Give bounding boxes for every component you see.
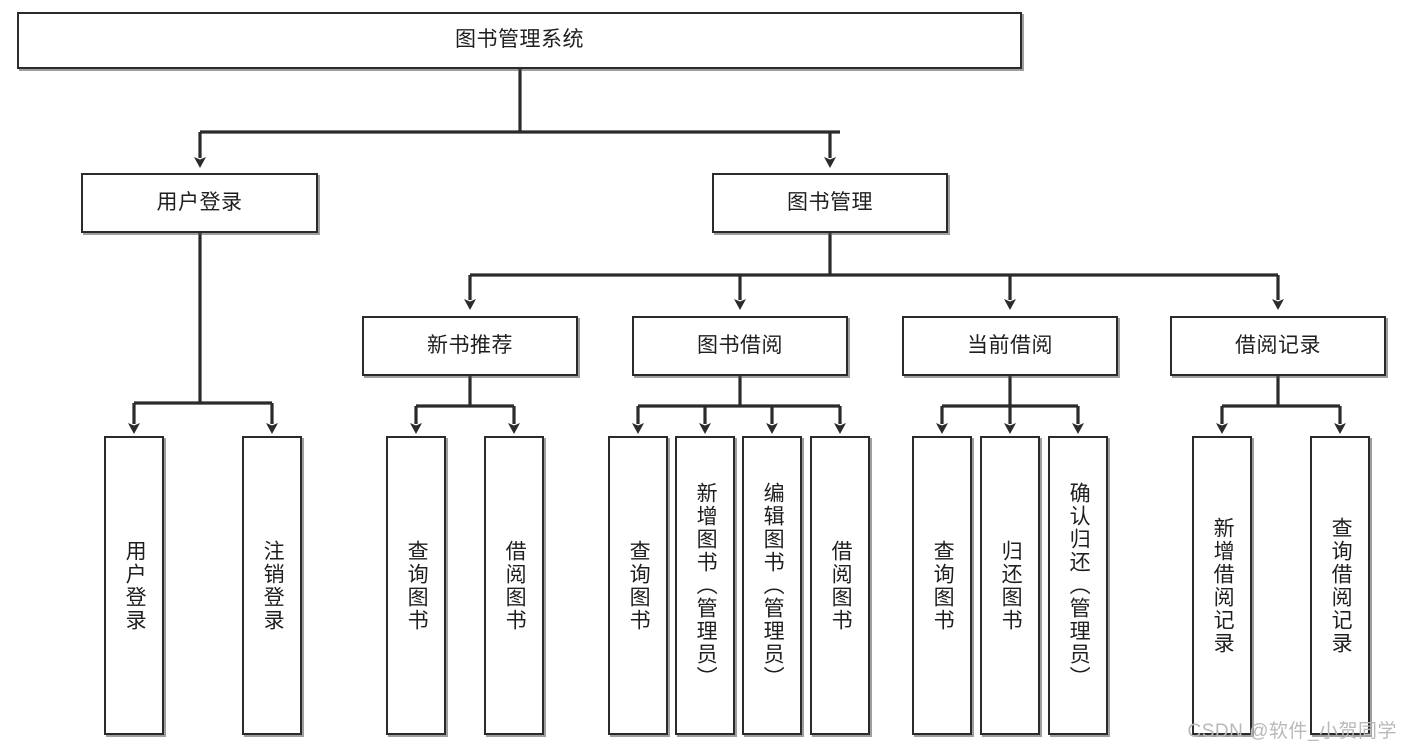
leaf-borrow-record-add[interactable]: 新增借阅记录	[1192, 436, 1252, 735]
node-borrow-record[interactable]: 借阅记录	[1170, 316, 1386, 376]
node-label: 借阅记录	[1235, 333, 1321, 357]
node-label: 编辑图书（管理员）	[761, 482, 785, 689]
leaf-book-borrow-edit[interactable]: 编辑图书（管理员）	[742, 436, 802, 735]
leaf-current-borrow-return[interactable]: 归还图书	[980, 436, 1040, 735]
node-label: 图书管理	[787, 190, 873, 214]
node-label: 借阅图书	[503, 539, 527, 632]
node-label: 借阅图书	[829, 539, 853, 632]
node-label: 图书借阅	[697, 333, 783, 357]
node-new-book-recommend[interactable]: 新书推荐	[362, 316, 578, 376]
node-label: 查询借阅记录	[1329, 516, 1353, 655]
leaf-current-borrow-confirm[interactable]: 确认归还（管理员）	[1048, 436, 1108, 735]
node-current-borrow[interactable]: 当前借阅	[902, 316, 1118, 376]
node-label: 新增图书（管理员）	[694, 482, 718, 689]
node-label: 确认归还（管理员）	[1067, 482, 1091, 689]
leaf-user-login-signout[interactable]: 注销登录	[242, 436, 302, 735]
leaf-new-book-query[interactable]: 查询图书	[386, 436, 446, 735]
node-root-system[interactable]: 图书管理系统	[17, 12, 1022, 69]
leaf-book-borrow-lend[interactable]: 借阅图书	[810, 436, 870, 735]
leaf-current-borrow-query[interactable]: 查询图书	[912, 436, 972, 735]
leaf-book-borrow-query[interactable]: 查询图书	[608, 436, 668, 735]
node-label: 新增借阅记录	[1211, 516, 1235, 655]
node-user-login[interactable]: 用户登录	[81, 173, 318, 233]
node-book-borrow[interactable]: 图书借阅	[632, 316, 848, 376]
watermark-text: CSDN @软件_小贺同学	[1187, 721, 1397, 742]
node-label: 用户登录	[123, 539, 147, 632]
node-label: 注销登录	[261, 539, 285, 632]
leaf-book-borrow-add[interactable]: 新增图书（管理员）	[675, 436, 735, 735]
node-label: 查询图书	[405, 539, 429, 632]
node-book-management[interactable]: 图书管理	[712, 173, 948, 233]
node-label: 用户登录	[156, 190, 243, 214]
node-label: 图书管理系统	[455, 28, 584, 52]
leaf-new-book-borrow[interactable]: 借阅图书	[484, 436, 544, 735]
node-label: 新书推荐	[427, 333, 513, 357]
leaf-borrow-record-query[interactable]: 查询借阅记录	[1310, 436, 1370, 735]
node-label: 查询图书	[627, 539, 651, 632]
leaf-user-login-signin[interactable]: 用户登录	[104, 436, 164, 735]
node-label: 当前借阅	[967, 333, 1053, 357]
node-label: 查询图书	[931, 539, 955, 632]
node-label: 归还图书	[999, 539, 1023, 632]
